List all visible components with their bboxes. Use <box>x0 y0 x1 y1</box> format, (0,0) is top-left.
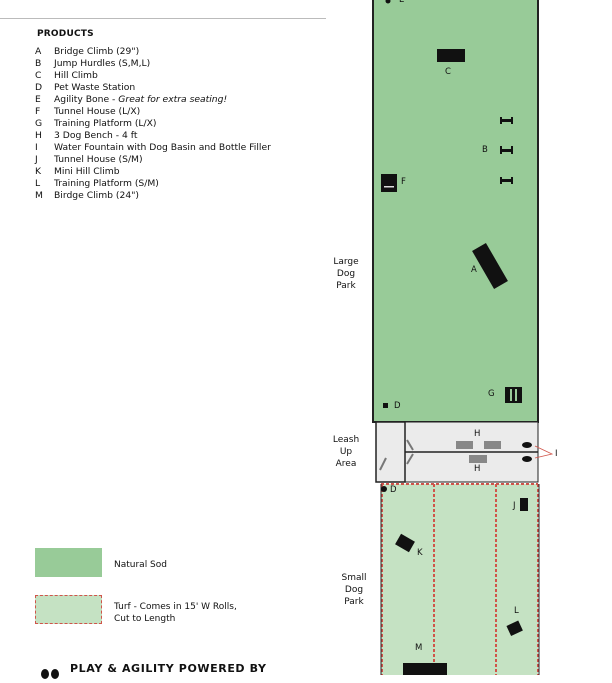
agility-bone-icon <box>385 0 391 4</box>
bridge-climb-icon <box>472 242 508 290</box>
label-k: K <box>417 548 423 558</box>
tunnel-house-large-icon <box>381 174 397 192</box>
brand-text: PLAY & AGILITY POWERED BY <box>70 662 267 675</box>
small-dog-park-area <box>381 484 538 675</box>
mini-hill-climb-icon <box>395 533 415 553</box>
training-platform-large-icon <box>505 387 522 403</box>
legend-turf-label: Turf - Comes in 15' W Rolls,Cut to Lengt… <box>114 602 237 624</box>
label-d: D <box>394 401 401 411</box>
hill-climb-icon <box>437 49 465 62</box>
legend-sod-label: Natural Sod <box>114 560 167 570</box>
jump-hurdles-icon <box>500 117 513 184</box>
label-a: A <box>471 265 477 275</box>
label-h-2: H <box>474 464 481 474</box>
label-j: J <box>513 501 516 511</box>
bench-icon <box>456 441 501 463</box>
bridge-climb-small-icon <box>403 663 447 675</box>
label-m: M <box>415 643 423 653</box>
leash-gate-box <box>375 421 406 483</box>
label-h: H <box>474 429 481 439</box>
training-platform-small-icon <box>506 620 523 636</box>
label-c: C <box>445 67 451 77</box>
label-g: G <box>488 389 495 399</box>
legend-turf-swatch <box>35 595 102 624</box>
pet-waste-station-icon <box>381 486 387 492</box>
large-dog-park-area <box>372 0 539 423</box>
label-e: E <box>399 0 405 5</box>
tunnel-house-small-icon <box>520 498 528 511</box>
water-fountain-icon <box>522 442 532 462</box>
label-f: F <box>401 177 406 187</box>
products-title: PRODUCTS <box>37 29 94 39</box>
divider <box>0 18 326 19</box>
label-d-2: D <box>390 485 397 495</box>
label-l: L <box>514 606 519 616</box>
label-i: I <box>555 449 558 459</box>
legend-sod-swatch <box>35 548 102 577</box>
label-b: B <box>482 145 488 155</box>
pet-waste-station-icon <box>383 403 388 408</box>
